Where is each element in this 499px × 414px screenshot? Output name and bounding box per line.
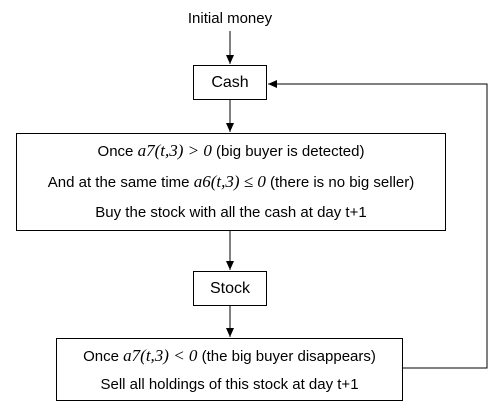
buy-note-2: (there is no big seller) bbox=[270, 174, 415, 191]
sell-rule-line1: Once a7(t,3) < 0 (the big buyer disappea… bbox=[57, 347, 402, 366]
buy-condition-math-1: a7(t,3) > 0 bbox=[137, 141, 212, 160]
start-label: Initial money bbox=[187, 10, 273, 27]
stock-box: Stock bbox=[193, 271, 267, 306]
sell-once: Once bbox=[83, 348, 119, 365]
edge-sell-to-cash bbox=[268, 80, 488, 369]
buy-rule-line1: Once a7(t,3) > 0 (big buyer is detected) bbox=[17, 142, 445, 161]
buy-once: Once bbox=[97, 143, 134, 160]
sell-note: (the big buyer disappears) bbox=[201, 348, 376, 365]
sell-rule-line2: Sell all holdings of this stock at day t… bbox=[100, 376, 359, 393]
stock-label: Stock bbox=[209, 280, 250, 297]
cash-box: Cash bbox=[193, 65, 267, 100]
buy-rule-box: Once a7(t,3) > 0 (big buyer is detected)… bbox=[16, 133, 446, 231]
buy-same-time: And at the same time bbox=[47, 174, 190, 191]
buy-rule-line3: Buy the stock with all the cash at day t… bbox=[95, 204, 367, 221]
sell-condition-math: a7(t,3) < 0 bbox=[123, 346, 198, 365]
buy-note-1: (big buyer is detected) bbox=[216, 143, 365, 160]
cash-label: Cash bbox=[211, 74, 249, 91]
buy-condition-math-2: a6(t,3) ≤ 0 bbox=[193, 172, 266, 191]
sell-rule-box: Once a7(t,3) < 0 (the big buyer disappea… bbox=[56, 338, 403, 401]
buy-rule-line2: And at the same time a6(t,3) ≤ 0 (there … bbox=[17, 173, 445, 192]
